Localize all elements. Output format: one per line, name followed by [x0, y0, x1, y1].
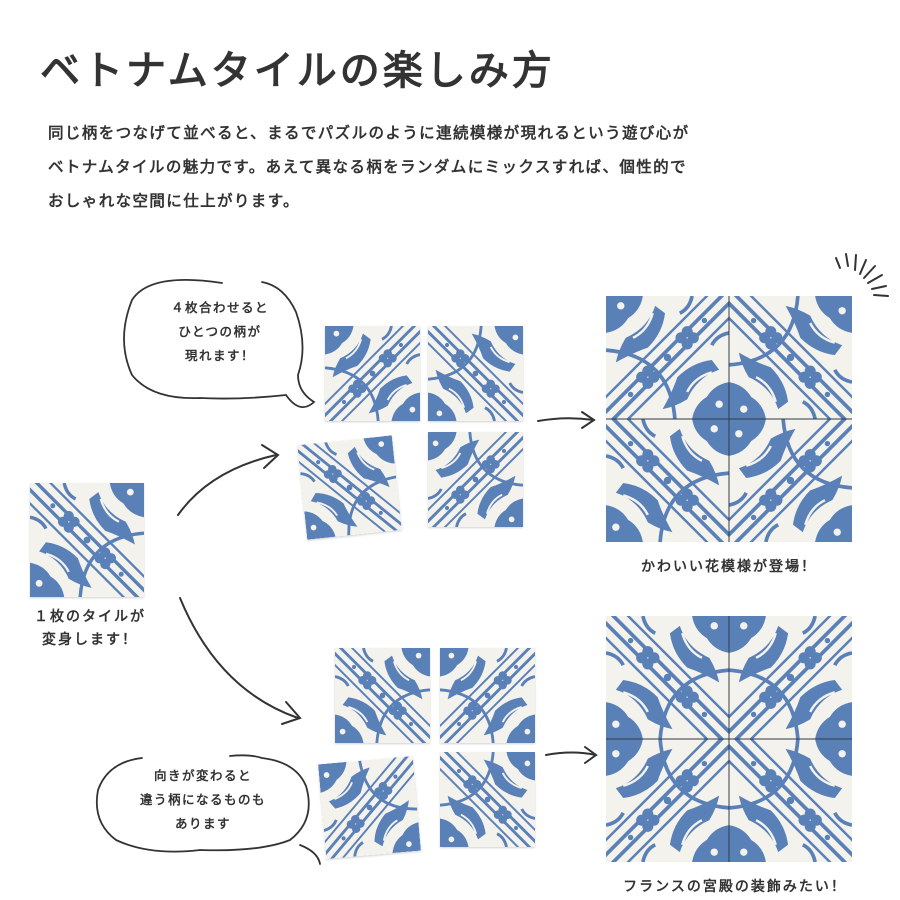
tile-image [440, 752, 535, 847]
intro-line: おしゃれな空間に仕上がります。 [48, 192, 300, 210]
arrow-down-icon [179, 597, 302, 725]
bubble-bottom-text: 向きが変わると 違う柄になるものも あります [108, 764, 298, 836]
tile-image [325, 326, 420, 421]
tile-image [335, 648, 430, 743]
bubble-top-line: 現れます！ [184, 348, 255, 363]
single-tile-caption: １枚のタイルが 変身します！ [20, 606, 160, 652]
single-tile-caption-line: １枚のタイルが [34, 609, 146, 625]
intro-text: 同じ柄をつなげて並べると、まるでパズルのように連続模様が現れるという遊び心が ベ… [48, 124, 690, 226]
bubble-top-text: ４枚合わせると ひとつの柄が 現れます！ [150, 296, 290, 368]
result-top-caption: かわいい花模様が登場！ [641, 559, 817, 575]
bubble-top-line: ４枚合わせると [170, 300, 269, 315]
intro-line: ベトナムタイルの魅力です。あえて異なる柄をランダムにミックスすれば、個性的で [48, 158, 687, 176]
sparkle-icon [835, 253, 889, 297]
single-tile-caption-line: 変身します！ [42, 632, 138, 648]
bubble-bottom-line: 向きが変わると [153, 768, 252, 783]
page-title: ベトナムタイルの楽しみ方 [40, 48, 555, 94]
tile-image [297, 435, 401, 539]
result-bottom-caption: フランスの宮殿の装飾みたい！ [623, 879, 847, 895]
arrow-up-icon [177, 444, 280, 516]
tile-image [428, 326, 523, 421]
tile-image [318, 756, 421, 859]
single-tile-image [30, 483, 144, 597]
arrow-right-icon [537, 411, 596, 429]
arrow-right-icon [545, 746, 598, 764]
bubble-top-line: ひとつの柄が [178, 324, 262, 339]
assembled-flower-pattern [606, 296, 852, 542]
tile-image [440, 648, 535, 743]
assembled-palace-pattern [606, 616, 852, 862]
intro-line: 同じ柄をつなげて並べると、まるでパズルのように連続模様が現れるという遊び心が [48, 124, 690, 142]
bubble-bottom-line: あります [174, 816, 231, 831]
bubble-bottom-line: 違う柄になるものも [139, 792, 266, 807]
tile-image [428, 432, 523, 527]
